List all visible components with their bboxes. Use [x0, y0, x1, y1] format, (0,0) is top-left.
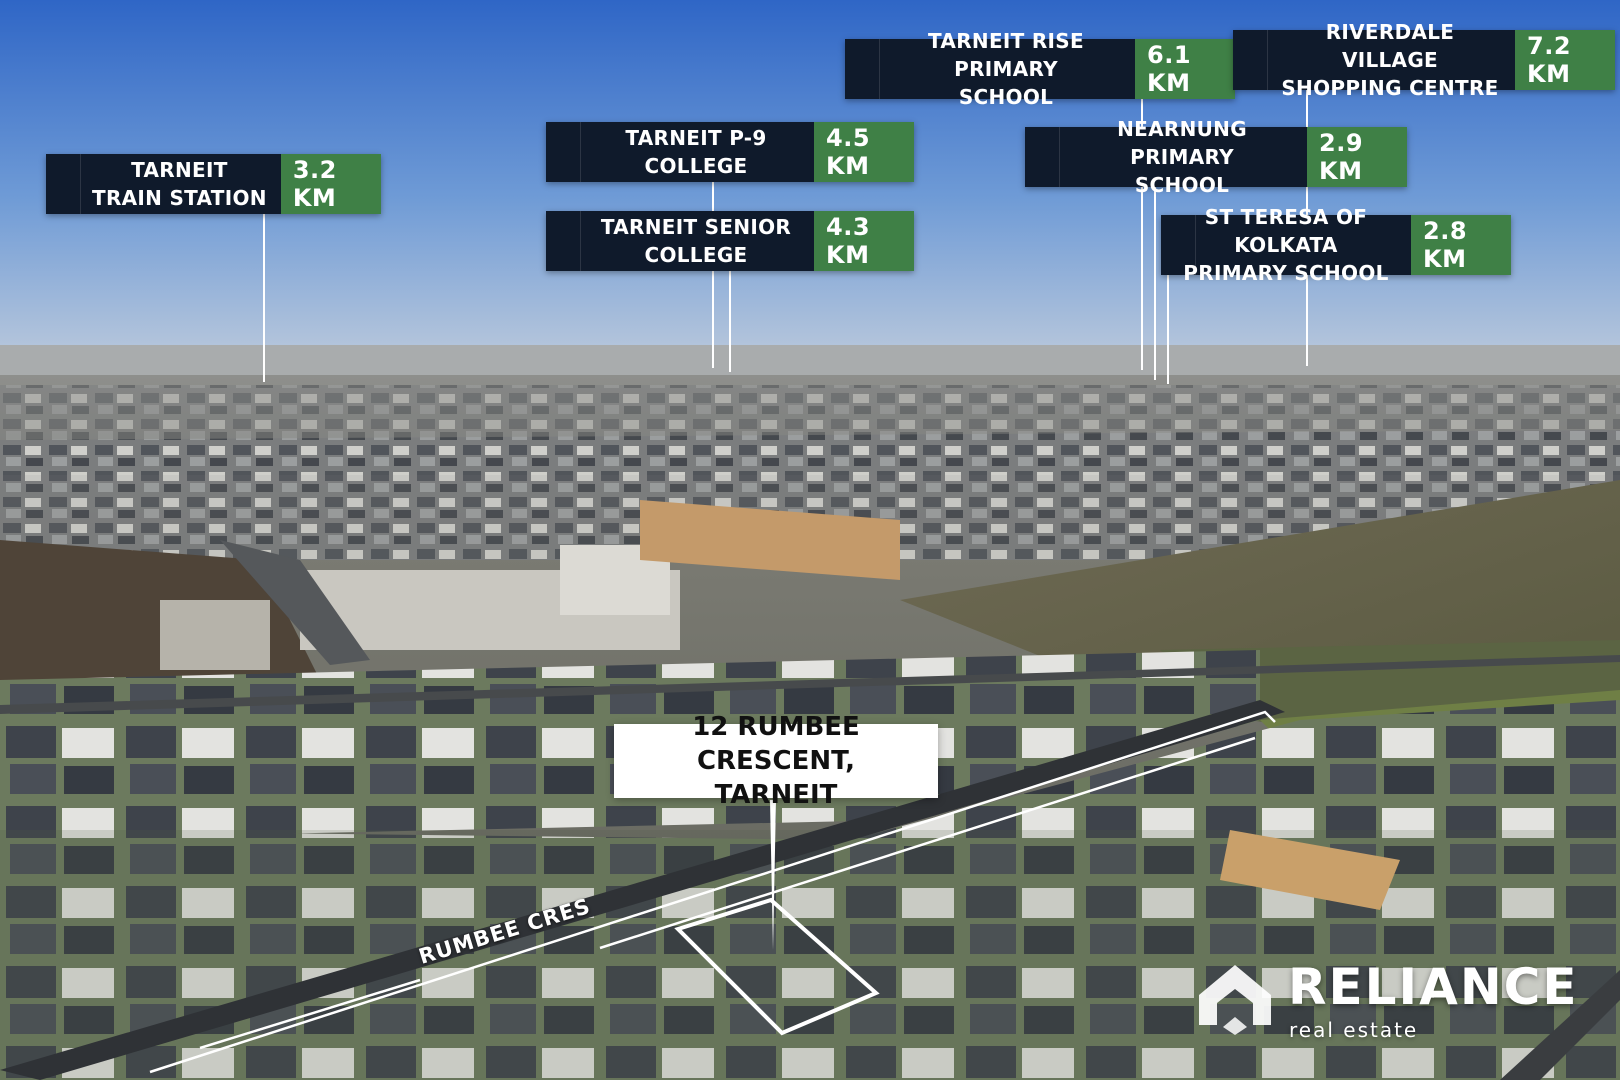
poi-distance: 4.5 KM — [812, 122, 914, 182]
poi-name: TARNEIT SENIOR COLLEGE — [546, 211, 812, 271]
poi-distance: 6.1 KM — [1133, 39, 1235, 99]
poi-name-line2: SCHOOL — [1134, 173, 1230, 197]
poi-st-teresa-of-kolkata-primary-school: ST TERESA OF KOLKATA PRIMARY SCHOOL 2.8 … — [1161, 205, 1511, 285]
poi-tarneit-train-station: TARNEIT TRAIN STATION 3.2 KM — [46, 154, 381, 214]
poi-name-line1: TARNEIT SENIOR — [600, 215, 792, 239]
poi-name: TARNEIT P-9 COLLEGE — [546, 122, 812, 182]
poi-name: TARNEIT TRAIN STATION — [46, 154, 279, 214]
poi-distance: 3.2 KM — [278, 154, 381, 214]
poi-name-line2: SCHOOL — [958, 85, 1054, 109]
poi-tarneit-senior-college: TARNEIT SENIOR COLLEGE 4.3 KM — [546, 211, 914, 271]
poi-name-line2: SHOPPING CENTRE — [1281, 76, 1499, 100]
poi-riverdale-village-shopping-centre: RIVERDALE VILLAGE SHOPPING CENTRE 7.2 KM — [1233, 20, 1615, 100]
poi-name: ST TERESA OF KOLKATA PRIMARY SCHOOL — [1161, 205, 1409, 285]
poi-name-line2: PRIMARY SCHOOL — [1183, 261, 1389, 285]
brand-logo: RELIANCE real estate — [1195, 955, 1580, 1055]
poi-name-line1: TARNEIT P-9 — [625, 126, 767, 150]
poi-distance: 2.8 KM — [1409, 215, 1511, 275]
poi-name: NEARNUNG PRIMARY SCHOOL — [1025, 117, 1305, 197]
address-line1: 12 RUMBEE CRESCENT, — [692, 712, 860, 776]
poi-name-line1: RIVERDALE VILLAGE — [1325, 20, 1455, 72]
poi-name: TARNEIT RISE PRIMARY SCHOOL — [845, 29, 1133, 109]
poi-name-line1: TARNEIT RISE PRIMARY — [928, 29, 1084, 81]
address-line2: TARNEIT — [714, 780, 838, 810]
house-logo-icon — [1199, 965, 1271, 1035]
poi-name-line1: TARNEIT — [131, 158, 228, 182]
poi-distance: 7.2 KM — [1513, 30, 1615, 90]
poi-tarneit-p9-college: TARNEIT P-9 COLLEGE 4.5 KM — [546, 122, 914, 182]
poi-nearnung-primary-school: NEARNUNG PRIMARY SCHOOL 2.9 KM — [1025, 117, 1407, 197]
poi-name-line2: COLLEGE — [644, 154, 748, 178]
poi-name-line1: ST TERESA OF KOLKATA — [1204, 205, 1368, 257]
poi-distance: 2.9 KM — [1305, 127, 1407, 187]
poi-tarneit-rise-primary-school: TARNEIT RISE PRIMARY SCHOOL 6.1 KM — [845, 29, 1235, 109]
poi-name-line2: TRAIN STATION — [92, 186, 267, 210]
brand-tagline: real estate — [1289, 1018, 1419, 1042]
poi-name-line2: COLLEGE — [644, 243, 748, 267]
poi-distance: 4.3 KM — [812, 211, 914, 271]
property-address-label: 12 RUMBEE CRESCENT, TARNEIT — [614, 712, 938, 810]
poi-name-line1: NEARNUNG PRIMARY — [1117, 117, 1247, 169]
poi-name: RIVERDALE VILLAGE SHOPPING CENTRE — [1233, 20, 1513, 100]
property-outline — [674, 897, 880, 1036]
brand-name: RELIANCE — [1288, 958, 1579, 1016]
